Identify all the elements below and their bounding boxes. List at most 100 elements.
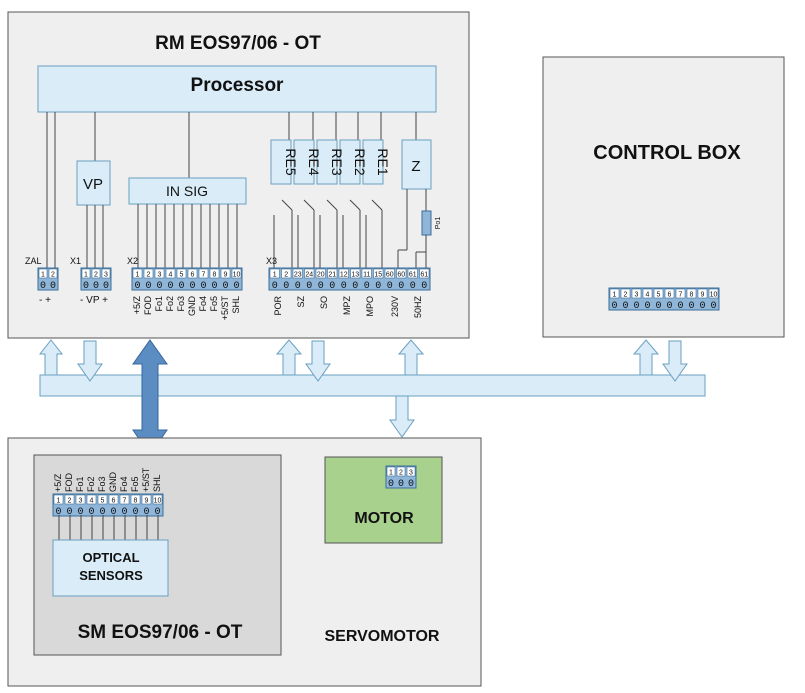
x3-connector-label: X3 [266,256,277,266]
control-box-pin-number: 6 [668,292,672,299]
control-box-pin-cell [664,288,675,299]
x3-pin-cell [407,268,418,279]
servomotor-title: SERVOMOTOR [325,628,440,645]
sm-pin-number: 5 [101,498,105,505]
sm-pin-screw: 0 [88,507,94,518]
x3-pin-screw: 0 [306,281,312,292]
sm-pin-cell [130,494,141,505]
x2-signal-label: +5/Z [132,296,142,315]
sm-signal-label: +5/ST [141,467,151,492]
x2-pin-cell [132,268,143,279]
x3-pin-screw: 0 [364,281,370,292]
x2-signal-label: Fo5 [209,296,219,312]
x2-connector-label: X2 [127,256,138,266]
vp-label: VP [83,176,103,193]
z-block [401,139,432,190]
sm-pin-cell [152,494,163,505]
optical-sensors-line1: OPTICAL [82,550,139,565]
control-box-pin-cell [686,288,697,299]
x2-pin-screw: 0 [189,281,195,292]
x3-pin-cell [338,268,349,279]
x1-pin-screw: 0 [93,281,99,292]
sm-pin-screw: 0 [77,507,83,518]
x2-pin-screw: 0 [178,281,184,292]
x2-pin-cell [187,268,198,279]
x2-signal-label: SHL [231,296,241,314]
arrow-down-servomotor [389,395,415,438]
sm-signal-label: SHL [152,474,162,492]
x3-pin-screw: 0 [341,281,347,292]
x2-pin-screw: 0 [145,281,151,292]
sm-signal-label: Fo1 [75,476,85,492]
control-box-pin-number: 1 [613,292,617,299]
insig-block [128,177,247,205]
sm-pin-number: 6 [112,498,116,505]
x3-pin-cell [384,268,395,279]
x1-pin-cell [81,268,91,279]
zal-pin-screw: 0 [50,281,56,292]
relay-re1 [362,139,384,185]
insig-label: IN SIG [166,183,208,199]
sm-signal-label: +5/Z [53,473,63,492]
x3-pin-cell [419,268,430,279]
motor-pin-number: 1 [389,470,393,477]
processor-label: Processor [191,75,285,96]
x3-signal-label: MPZ [342,296,352,316]
x2-pin-number: 10 [233,272,241,279]
zal-pin-cell [48,268,58,279]
sm-signal-label: Fo2 [86,476,96,492]
x3-pin-number: 13 [351,272,359,279]
control-box-pin-number: 4 [646,292,650,299]
x2-pin-cell [209,268,220,279]
x2-pin-number: 3 [158,272,162,279]
relay-re3-label: RE3 [329,148,345,175]
control-box-pin-screw: 0 [666,301,672,312]
x2-pin-number: 5 [180,272,184,279]
x2-pin-cell [154,268,165,279]
sm-pin-screw: 0 [154,507,160,518]
arrow-up-z [397,339,425,376]
sm-pin-cell [141,494,152,505]
x2-signal-label: Fo4 [198,296,208,312]
control-box-pin-screw: 0 [655,301,661,312]
motor-pin-cell [396,466,406,477]
control-box-pin-screw: 0 [699,301,705,312]
sm-pin-screw: 0 [132,507,138,518]
control-box-pin-number: 7 [679,292,683,299]
x3-pin-number: 12 [340,272,348,279]
x3-signal-label: POR [273,296,283,316]
sm-signal-label: GND [108,472,118,493]
control-box-pin-screw: 0 [710,301,716,312]
x2-pin-number: 1 [136,272,140,279]
x3-pin-number: 21 [328,272,336,279]
x3-pin-screw: 0 [329,281,335,292]
relay-re2-label: RE2 [352,148,368,175]
control-box-pin-cell [708,288,719,299]
x3-signal-label: SO [319,296,329,309]
x2-pin-screw: 0 [222,281,228,292]
x1-connector-label: X1 [70,256,81,266]
motor-pin-number: 3 [409,470,413,477]
control-box-pin-number: 3 [635,292,639,299]
x2-pin-number: 2 [147,272,151,279]
control-box-pin-cell [609,288,620,299]
zal-bottom-label: - + [39,295,51,306]
x3-pin-cell [361,268,372,279]
z-label: Z [411,158,420,175]
control-box-pin-cell [697,288,708,299]
x2-pin-screw: 0 [200,281,206,292]
sm-pin-number: 3 [79,498,83,505]
sm-pin-number: 2 [68,498,72,505]
sm-title: SM EOS97/06 - OT [78,622,243,643]
control-box-pin-screw: 0 [622,301,628,312]
processor-block [37,65,437,113]
sm-pin-cell [75,494,86,505]
x2-pin-cell [198,268,209,279]
